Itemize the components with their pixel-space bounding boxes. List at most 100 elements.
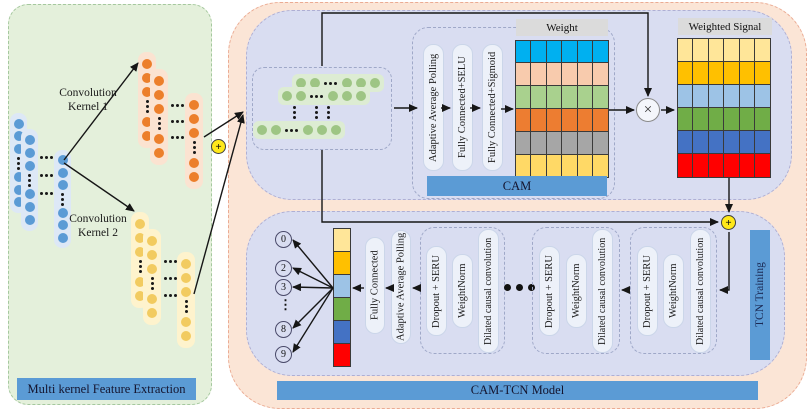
adaptive-average-polling-pill-bottom: Adaptive Average Polling [391,230,411,344]
grid-cell [576,130,593,155]
ellipsis-icon [40,192,53,195]
output-class-circle: 8 [275,321,292,338]
grid-cell [545,107,562,132]
multi-kernel-banner: Multi kernel Feature Extraction [17,378,196,400]
ellipsis-icon [192,141,196,155]
grid-cell [723,60,740,85]
input-signal-strip [21,129,38,231]
fully-connected-selu-pill: Fully Connected+SELU [452,44,473,171]
grid-cell [676,106,693,132]
grid-cell [707,106,724,132]
ellipsis-icon [171,136,184,139]
dot [13,118,24,129]
grid-cell [561,107,578,132]
grid-cell [514,39,531,64]
grid-cell [692,130,709,155]
cam-tcn-model-banner: CAM-TCN Model [277,381,758,400]
ellipsis-icon [17,156,20,170]
tcn-block: Dropout + SERU WeightNorm Dilated causal… [532,227,620,354]
grid-cell [561,39,578,64]
ellipsis-icon [157,117,161,131]
output-class-circle: 2 [275,260,292,277]
grid-cell [545,153,562,178]
grid-cell [530,85,547,109]
grid-cell [692,60,709,85]
grid-cell [592,39,609,64]
kernel2-feature-strip [177,252,195,348]
ellipsis-icon [171,120,184,123]
tcn-block: Dropout + SERU WeightNorm Dilated causal… [630,227,717,354]
dilated-causal-convolution-pill: Dilated causal convolution [478,228,499,353]
residual-add-node: + [721,215,736,230]
ellipsis-icon [171,104,184,107]
grid-cell [576,85,593,109]
grid-cell [514,62,531,87]
grid-cell [530,153,547,178]
grid-cell [530,130,547,155]
kernel1-label: Convolution Kernel 1 [59,87,117,113]
ellipsis-icon [324,81,338,85]
ellipsis-icon [138,260,142,274]
grid-cell [592,153,609,178]
grid-cell [692,106,709,132]
weightnorm-pill: WeightNorm [452,253,473,328]
grid-cell [545,39,562,64]
grid-cell [576,62,593,87]
grid-cell [707,37,724,62]
weighted-signal-grid [676,37,771,178]
grid-cell [332,273,351,298]
kernel1-feature-strip [185,93,203,189]
grid-cell [692,153,709,178]
grid-cell [707,83,724,108]
output-class-circle: 9 [275,346,292,363]
weightnorm-pill: WeightNorm [663,253,684,328]
grid-cell [514,85,531,109]
grid-cell [561,130,578,155]
grid-cell [754,37,771,62]
grid-cell [676,153,693,178]
dropout-seru-pill: Dropout + SERU [538,245,560,336]
grid-cell [592,130,609,155]
grid-cell [723,106,740,132]
grid-cell [754,106,771,132]
weighted-signal-label: Weighted Signal [678,18,772,35]
grid-cell [576,107,593,132]
grid-cell [592,85,609,109]
ellipsis-icon [184,300,188,314]
grid-cell [545,62,562,87]
grid-cell [332,342,351,367]
grid-cell [723,130,740,155]
grid-cell [332,227,351,252]
grid-cell [561,85,578,109]
ellipsis-icon [293,106,296,119]
grid-cell [738,153,755,178]
grid-cell [332,319,351,344]
ellipsis-icon [61,192,64,206]
grid-cell [676,60,693,85]
grid-cell [707,60,724,85]
grid-cell [545,85,562,109]
output-class-circle: 0 [275,231,292,248]
signal-row-strip [278,87,370,105]
ellipsis-icon [145,100,149,114]
ellipsis-icon [40,156,53,159]
dilated-causal-convolution-pill: Dilated causal convolution [689,228,711,353]
grid-cell [723,37,740,62]
grid-cell [530,62,547,87]
output-ellipsis: ⋮ [279,297,292,312]
grid-cell [332,296,351,321]
ellipsis-icon [327,106,330,119]
grid-cell [738,60,755,85]
grid-cell [561,62,578,87]
grid-cell [754,153,771,178]
grid-cell [754,83,771,108]
grid-cell [676,130,693,155]
grid-cell [592,107,609,132]
grid-cell [754,130,771,155]
dropout-seru-pill: Dropout + SERU [636,245,658,336]
grid-cell [676,83,693,108]
grid-cell [514,130,531,155]
grid-cell [738,106,755,132]
dilated-causal-convolution-pill: Dilated causal convolution [592,228,614,353]
